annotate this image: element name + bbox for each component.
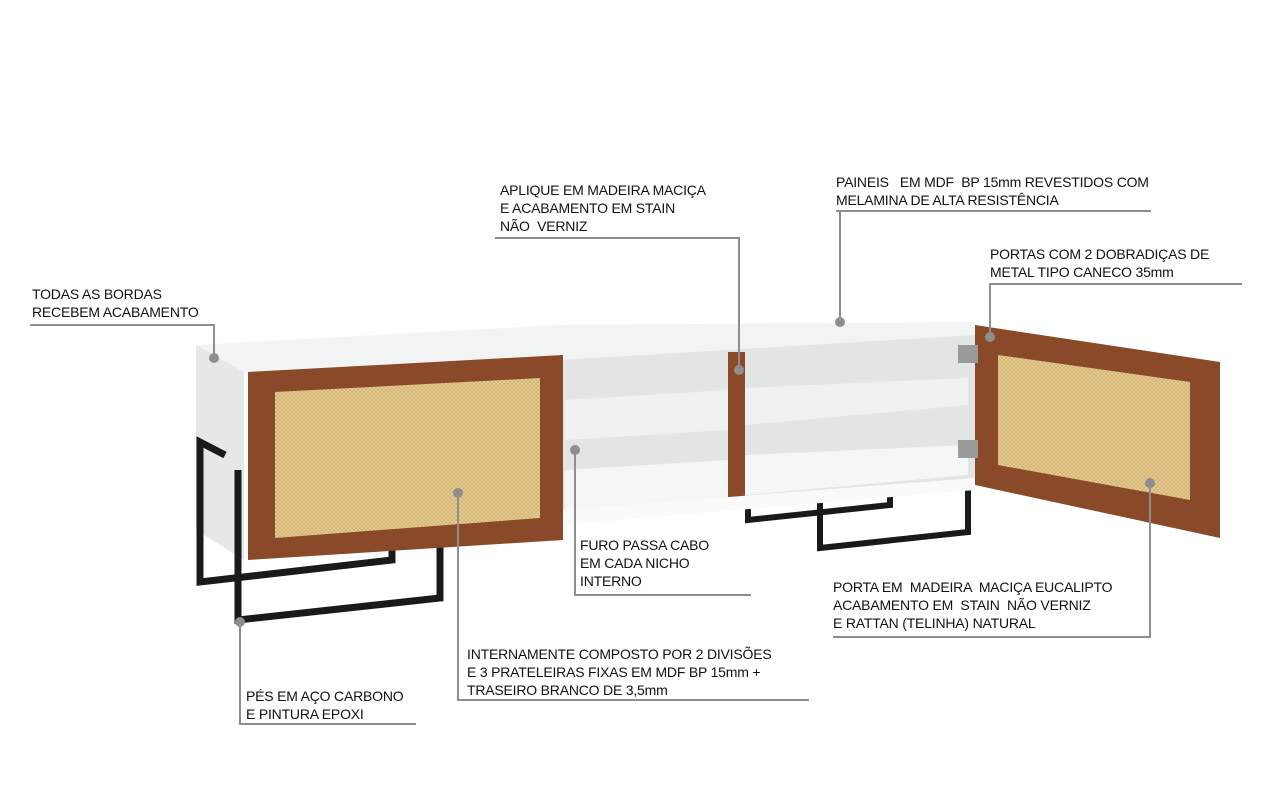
leader-cable-v (574, 450, 576, 596)
marker-edges (209, 353, 219, 363)
callout-legs: PÉS EM AÇO CARBONO E PINTURA EPOXI (246, 688, 404, 722)
wood-applique (728, 352, 745, 500)
callout-door: PORTA EM MADEIRA MACIÇA EUCALIPTO ACABAM… (833, 579, 1113, 631)
hinge-top (958, 345, 978, 363)
leader-legs (239, 723, 416, 725)
left-door (248, 355, 563, 560)
leader-cable (574, 594, 751, 596)
callout-edges: TODAS AS BORDAS RECEBEM ACABAMENTO (32, 286, 199, 320)
leader-legs-v (239, 622, 241, 725)
cabinet-body (196, 322, 975, 560)
front-legs (196, 436, 444, 624)
leader-panels-v (839, 210, 841, 322)
leader-door-v (1149, 483, 1151, 638)
leader-hinges-v (989, 283, 991, 337)
marker-panels (835, 317, 845, 327)
marker-applique (734, 365, 744, 375)
right-open-door (958, 325, 1220, 538)
marker-door (1145, 478, 1155, 488)
marker-interior (453, 488, 463, 498)
leader-door (833, 636, 1151, 638)
hinge-bottom (958, 440, 978, 458)
leader-interior (457, 699, 809, 701)
marker-legs (235, 617, 245, 627)
callout-cable: FURO PASSA CABO EM CADA NICHO INTERNO (580, 537, 709, 589)
leader-interior-v (457, 493, 459, 701)
leader-panels (836, 210, 1151, 212)
leader-applique-v (738, 237, 740, 370)
callout-applique: APLIQUE EM MADEIRA MACIÇA E ACABAMENTO E… (500, 182, 706, 234)
marker-cable (570, 445, 580, 455)
leader-edges-v (213, 324, 215, 358)
leader-hinges (989, 283, 1242, 285)
callout-interior: INTERNAMENTE COMPOSTO POR 2 DIVISÕES E 3… (467, 646, 772, 698)
callout-panels: PAINEIS EM MDF BP 15mm REVESTIDOS COM ME… (836, 174, 1149, 208)
marker-hinges (985, 332, 995, 342)
callout-hinges: PORTAS COM 2 DOBRADIÇAS DE METAL TIPO CA… (990, 246, 1210, 280)
leader-edges (30, 324, 215, 326)
leader-applique (495, 237, 740, 239)
back-legs (745, 485, 971, 552)
